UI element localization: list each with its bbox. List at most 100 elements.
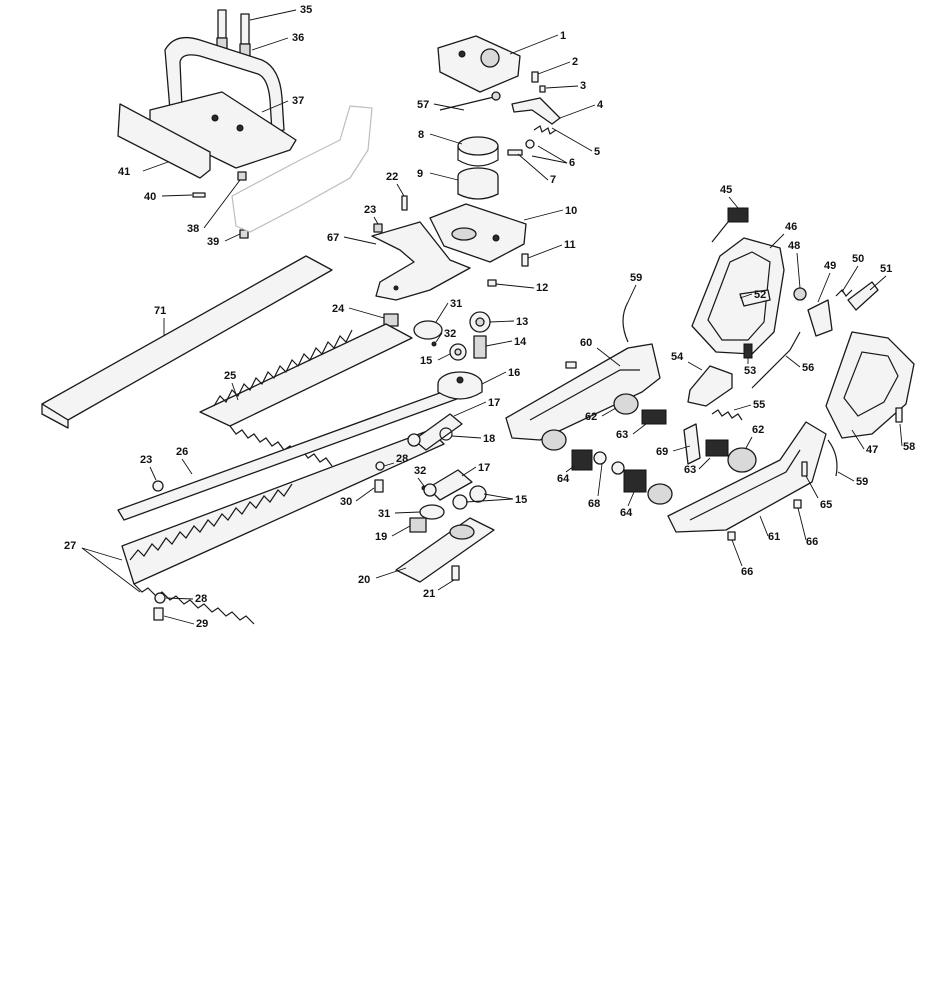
spring-48 bbox=[793, 287, 807, 301]
callout-number: 65 bbox=[820, 499, 832, 511]
leader-line bbox=[435, 332, 443, 343]
callout-number: 62 bbox=[752, 424, 764, 436]
gear-16 bbox=[437, 371, 483, 400]
leader-line bbox=[527, 244, 563, 259]
leader-line bbox=[805, 475, 819, 499]
callout-c2: 2 bbox=[537, 56, 578, 75]
spring-50 bbox=[835, 289, 853, 297]
callout-c54: 54 bbox=[671, 351, 703, 371]
leader-line bbox=[785, 355, 801, 368]
callout-c14: 14 bbox=[485, 336, 527, 348]
gear-cover-1 bbox=[437, 35, 521, 93]
callout-c55: 55 bbox=[733, 399, 765, 411]
screw-3 bbox=[539, 85, 546, 93]
callout-c71: 71 bbox=[154, 305, 166, 336]
screw-21 bbox=[451, 565, 460, 581]
nut-38 bbox=[237, 171, 247, 181]
callout-c41: 41 bbox=[118, 161, 169, 178]
callout-number: 21 bbox=[423, 588, 435, 600]
washer-28a bbox=[375, 461, 385, 471]
leader-line bbox=[551, 127, 593, 152]
callout-c11: 11 bbox=[527, 239, 576, 259]
leader-line bbox=[509, 34, 559, 55]
callout-number: 2 bbox=[572, 56, 578, 68]
leader-line bbox=[461, 466, 477, 477]
switch-45 bbox=[711, 207, 749, 243]
leader-line bbox=[899, 423, 903, 447]
callout-number: 71 bbox=[154, 305, 166, 317]
spring-63b bbox=[705, 439, 729, 457]
leader-line bbox=[429, 172, 459, 181]
leader-line bbox=[745, 436, 753, 449]
callout-number: 37 bbox=[292, 95, 304, 107]
callout-number: 28 bbox=[396, 453, 408, 465]
callout-c58: 58 bbox=[899, 423, 915, 453]
callout-number: 12 bbox=[536, 282, 548, 294]
rubber-mount-62b bbox=[727, 447, 757, 473]
callout-c69: 69 bbox=[656, 445, 691, 458]
callout-c5: 5 bbox=[551, 127, 600, 158]
crank-17a bbox=[407, 413, 463, 451]
leader-line bbox=[348, 307, 385, 319]
callout-c31b: 31 bbox=[378, 508, 421, 520]
callout-number: 31 bbox=[378, 508, 390, 520]
bearing-15a bbox=[449, 343, 467, 361]
bushing-9 bbox=[457, 167, 499, 200]
leader-line bbox=[559, 104, 596, 119]
leader-line bbox=[396, 183, 405, 197]
callout-number: 64 bbox=[620, 507, 633, 519]
leader-line bbox=[797, 507, 807, 541]
lever-52 bbox=[739, 289, 771, 307]
leader-line bbox=[417, 477, 425, 487]
callout-c39: 39 bbox=[207, 233, 241, 248]
callout-c51: 51 bbox=[869, 263, 892, 291]
callout-number: 58 bbox=[903, 441, 915, 453]
leader-line bbox=[249, 9, 297, 21]
callout-number: 49 bbox=[824, 260, 836, 272]
callout-number: 17 bbox=[488, 397, 500, 409]
rubber-mount-64a-cap bbox=[541, 429, 567, 451]
base-plate-67 bbox=[371, 221, 471, 301]
callout-c12: 12 bbox=[495, 282, 548, 294]
callout-number: 36 bbox=[292, 32, 304, 44]
leader-line bbox=[531, 155, 568, 164]
leader-line bbox=[869, 275, 887, 291]
callout-number: 47 bbox=[866, 444, 878, 456]
leader-line bbox=[817, 272, 831, 303]
leader-line bbox=[733, 404, 752, 411]
vibration-frame-60 bbox=[505, 343, 661, 441]
leader-line bbox=[537, 61, 571, 75]
leader-line bbox=[251, 37, 289, 51]
callout-c10: 10 bbox=[523, 205, 577, 221]
callout-c18: 18 bbox=[451, 433, 495, 445]
spring-63a bbox=[641, 409, 667, 425]
leader-line bbox=[383, 462, 395, 467]
callout-number: 16 bbox=[508, 367, 520, 379]
callout-number: 23 bbox=[364, 204, 376, 216]
clamp-8 bbox=[457, 136, 499, 167]
spring-55 bbox=[711, 409, 743, 421]
callout-number: 45 bbox=[720, 184, 732, 196]
washer-28b bbox=[154, 592, 166, 604]
callout-c46: 46 bbox=[769, 221, 797, 249]
leader-line bbox=[161, 194, 193, 197]
leader-line bbox=[489, 320, 515, 323]
callout-number: 56 bbox=[802, 362, 814, 374]
leader-line bbox=[597, 463, 603, 497]
screw-29 bbox=[153, 607, 164, 621]
leader-line bbox=[565, 465, 575, 473]
callout-number: 1 bbox=[560, 30, 566, 42]
leader-line bbox=[632, 423, 647, 435]
leader-line bbox=[81, 547, 123, 561]
callout-c38: 38 bbox=[187, 179, 241, 235]
screw-11 bbox=[521, 253, 529, 267]
callout-c32a: 32 bbox=[435, 328, 456, 343]
callout-c4: 4 bbox=[559, 99, 604, 119]
leader-line bbox=[495, 283, 535, 289]
callout-number: 5 bbox=[594, 146, 600, 158]
leader-line bbox=[149, 466, 157, 481]
callout-number: 8 bbox=[418, 129, 424, 141]
leader-line bbox=[545, 85, 579, 89]
callout-c23a: 23 bbox=[364, 204, 379, 225]
callout-number: 32 bbox=[414, 465, 426, 477]
